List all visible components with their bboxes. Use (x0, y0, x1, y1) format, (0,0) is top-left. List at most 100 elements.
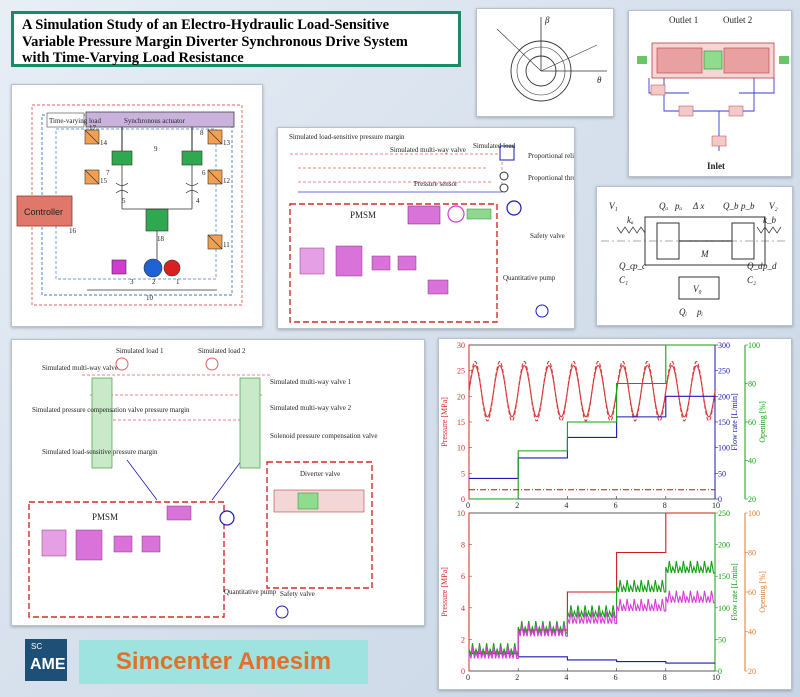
sim-ls-margin-label: Simulated load-sensitive pressure margin (42, 448, 158, 456)
quant-pump-label-top: Quantitative pump (503, 274, 556, 282)
num-3: 3 (130, 278, 134, 286)
y-tick-label-right1-1-1: 50 (718, 635, 726, 644)
x-tick-label-0-2: 4 (564, 501, 568, 510)
y-tick-label-right1-1-0: 0 (718, 667, 722, 676)
beta-label: β (544, 15, 550, 25)
amesim-top-diagram: PMSM Simulated load-sensitive pressure m… (289, 133, 574, 323)
y-tick-label-right2-0-0: 20 (748, 495, 756, 504)
x-tick-label-0-3: 6 (614, 501, 618, 510)
series-0-3 (469, 344, 715, 500)
y-tick-label-right2-0-2: 60 (748, 418, 756, 427)
y-tick-label-right1-0-1: 50 (718, 469, 726, 478)
sim-multiway2-label: Simulated multi-way valve 2 (270, 404, 352, 412)
num-1: 1 (176, 278, 180, 286)
logo-big-text: AME (30, 656, 66, 673)
y-tick-label-left-0-4: 20 (457, 392, 465, 401)
x-tick-label-1-5: 10 (712, 673, 720, 682)
sim-load1-label: Simulated load 1 (116, 347, 164, 355)
num-10: 10 (146, 294, 154, 302)
y-tick-label-right2-0-1: 40 (748, 457, 756, 466)
prop-relief-label: Proportional relief valve (528, 152, 574, 160)
y-tick-label-right1-1-4: 200 (718, 541, 730, 550)
series-1-2 (468, 560, 716, 656)
outlet2-label: Outlet 2 (723, 15, 752, 25)
theta-label: θ (597, 75, 602, 85)
page-title: A Simulation Study of an Electro-Hydraul… (22, 17, 408, 66)
num-11: 11 (223, 241, 230, 249)
y-tick-label-left-1-3: 6 (461, 572, 465, 581)
y-tick-label-left-1-0: 0 (461, 667, 465, 676)
Qb-label: Q_b (723, 201, 739, 211)
valve-model-diagram: V₁ Qₐ pₐ Δ x Q_b p_b V₂ kₐ k_b M Q_c p_c… (601, 201, 787, 317)
num-18: 18 (157, 235, 165, 243)
pressure-sensor-label: Pressure sensor (414, 180, 458, 188)
num-13: 13 (223, 139, 231, 147)
prop-throttle-label: Proportional throttle valve (528, 174, 574, 182)
rotor-diagram-panel: β θ (476, 8, 614, 117)
kb-label: k_b (763, 215, 776, 225)
ka-label: kₐ (627, 215, 634, 225)
axis-label-left-1: Pressure [MPa] (440, 567, 449, 617)
y-tick-label-right2-1-0: 20 (748, 667, 756, 676)
hydraulic-schematic-panel: Synchronous actuator Time-varying load C… (11, 84, 263, 327)
x-tick-label-1-3: 6 (614, 673, 618, 682)
y-tick-label-right1-0-0: 0 (718, 495, 722, 504)
x-tick-label-0-4: 8 (663, 501, 667, 510)
num-9: 9 (154, 145, 158, 153)
simcenter-logo: SC AME (25, 639, 67, 681)
valve-model-panel: V₁ Qₐ pₐ Δ x Q_b p_b V₂ kₐ k_b M Q_c p_c… (596, 186, 793, 326)
sim-multiway-label-bottom: Simulated multi-way valve (42, 364, 118, 372)
motor-1 (163, 259, 181, 277)
y-tick-label-left-1-2: 4 (461, 604, 465, 613)
x-tick-label-0-1: 2 (515, 501, 519, 510)
y-tick-label-left-1-5: 10 (457, 509, 465, 518)
y-tick-label-right1-0-6: 300 (718, 341, 730, 350)
num-17: 17 (89, 124, 97, 132)
x-tick-label-1-1: 2 (515, 673, 519, 682)
y-tick-label-left-0-5: 25 (457, 367, 465, 376)
controller-block (16, 195, 73, 227)
y-tick-label-left-0-2: 10 (457, 444, 465, 453)
y-tick-label-left-1-1: 2 (461, 635, 465, 644)
y-tick-label-right1-0-2: 100 (718, 444, 730, 453)
controller-label: Controller (24, 207, 63, 217)
series-0-1 (468, 361, 716, 422)
x-tick-label-0-0: 0 (466, 501, 470, 510)
num-5: 5 (122, 197, 126, 205)
num-15: 15 (100, 177, 108, 185)
y-tick-label-right2-0-4: 100 (748, 341, 760, 350)
pb-label: p_b (740, 201, 755, 211)
hydraulic-schematic: Synchronous actuator Time-varying load C… (16, 104, 243, 306)
V0-label: V₀ (693, 284, 702, 294)
Qc-label: Q_c (619, 261, 634, 271)
sim-multiway1-label: Simulated multi-way valve 1 (270, 378, 352, 386)
sim-load2-label: Simulated load 2 (198, 347, 246, 355)
y-tick-label-right2-1-1: 40 (748, 628, 756, 637)
M-label: M (700, 249, 709, 259)
pump-2 (143, 258, 163, 278)
logo-small-text: SC (31, 642, 43, 651)
num-2: 2 (152, 278, 156, 286)
safety-valve-label-top: Safety valve (530, 232, 565, 240)
valve-6 (181, 150, 203, 166)
safety-valve-label-bottom: Safety valve (280, 590, 315, 598)
inlet-label: Inlet (707, 161, 725, 171)
num-7: 7 (106, 169, 110, 177)
pmsm-label-top: PMSM (350, 210, 376, 220)
num-14: 14 (100, 139, 108, 147)
pi-label: pᵢ (696, 307, 704, 317)
axis-label-left-0: Pressure [MPa] (440, 397, 449, 447)
y-tick-label-right1-1-2: 100 (718, 604, 730, 613)
y-tick-label-left-1-4: 8 (461, 541, 465, 550)
x-tick-label-1-2: 4 (564, 673, 568, 682)
valve-7 (111, 150, 133, 166)
axis-label-right1-1: Flow rate [L/min] (730, 563, 739, 621)
num-4: 4 (196, 197, 200, 205)
amesim-bottom-diagram: PMSM Diverter valve Simulated load 1 Sim… (28, 347, 378, 619)
y-tick-label-right1-1-3: 150 (718, 572, 730, 581)
sim-margin-label-top: Simulated load-sensitive pressure margin (289, 133, 405, 141)
diverter-valve-diagram: Outlet 1 Outlet 2 Inlet (637, 15, 789, 171)
diverter-18 (145, 208, 169, 232)
